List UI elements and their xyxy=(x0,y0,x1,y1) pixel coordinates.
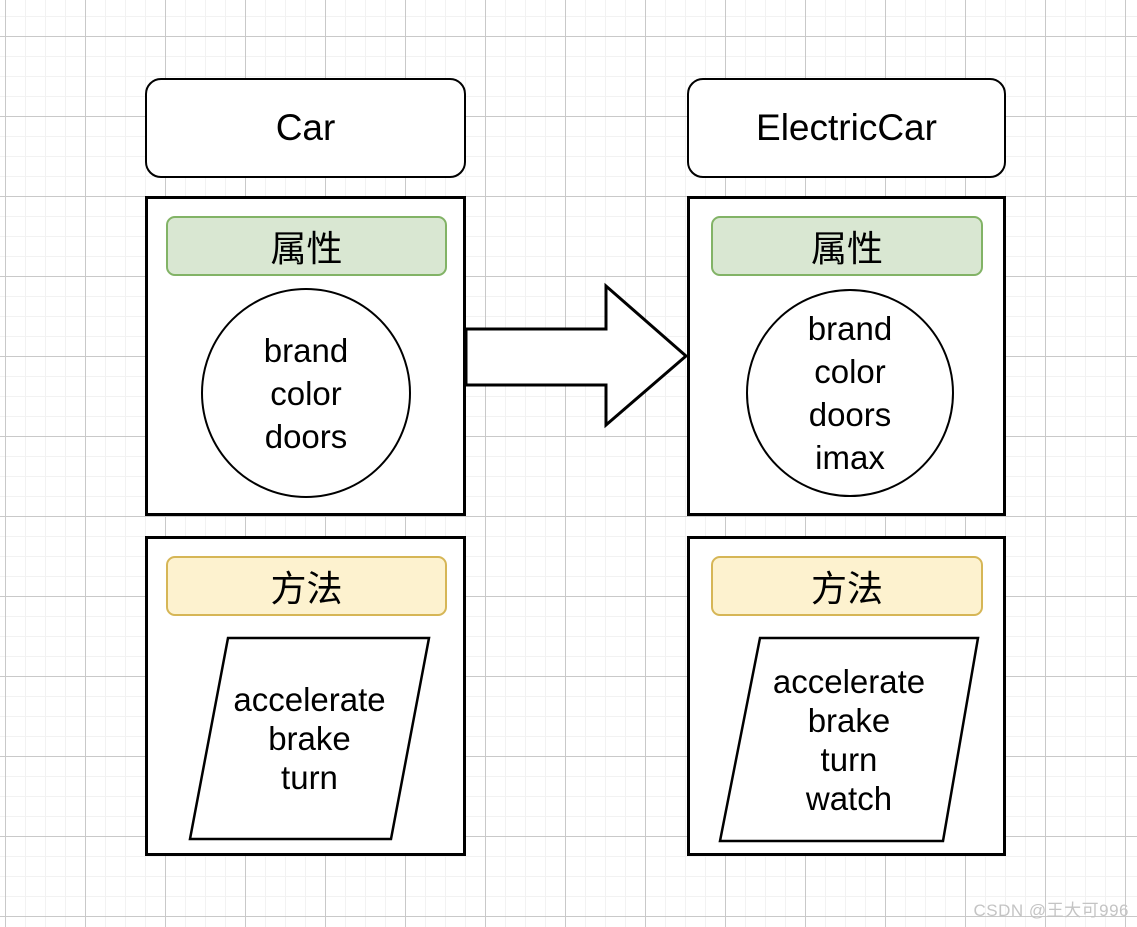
class-title-box: Car xyxy=(145,78,466,178)
attributes-circle: brand color doors imax xyxy=(746,289,954,497)
class-title: ElectricCar xyxy=(756,107,937,148)
watermark: CSDN @王大可996 xyxy=(973,901,1129,920)
methods-parallelogram: accelerate brake turn xyxy=(186,634,433,843)
class-title-box: ElectricCar xyxy=(687,78,1006,178)
methods-section: 方法 accelerate brake turn xyxy=(145,536,466,856)
methods-section: 方法 accelerate brake turn watch xyxy=(687,536,1006,856)
attributes-label: 属性 xyxy=(711,216,983,276)
class-panel-car: Car 属性 brand color doors 方法 accelerate b… xyxy=(145,78,466,857)
attributes-label: 属性 xyxy=(166,216,447,276)
methods-list: accelerate brake turn xyxy=(233,681,386,796)
class-panel-electric-car: ElectricCar 属性 brand color doors imax 方法… xyxy=(687,78,1006,857)
attributes-circle: brand color doors xyxy=(201,288,411,498)
methods-list: accelerate brake turn watch xyxy=(772,662,926,817)
parallelogram-shape xyxy=(718,636,980,843)
parallelogram-shape xyxy=(188,636,431,841)
attributes-section: 属性 brand color doors xyxy=(145,196,466,516)
methods-parallelogram: accelerate brake turn watch xyxy=(716,634,982,845)
attributes-section: 属性 brand color doors imax xyxy=(687,196,1006,516)
inheritance-arrow xyxy=(464,282,689,429)
class-title: Car xyxy=(275,107,336,148)
methods-label: 方法 xyxy=(711,556,983,616)
methods-label: 方法 xyxy=(166,556,447,616)
